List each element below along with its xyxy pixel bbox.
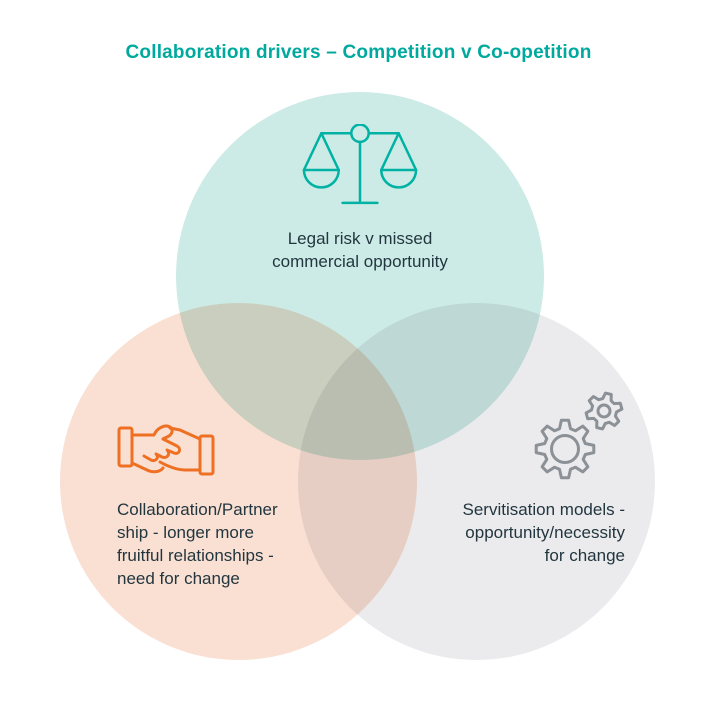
label-line: need for change [117, 569, 240, 588]
scales-icon [302, 124, 418, 205]
label-line: Servitisation models - [462, 500, 625, 519]
label-line: Collaboration/Partner [117, 500, 278, 519]
label-line: Legal risk v missed [287, 229, 433, 248]
label-line: commercial opportunity [272, 252, 448, 271]
label-line: ship - longer more [117, 523, 255, 542]
label-line: opportunity/necessity [465, 523, 625, 542]
top-circle-label: Legal risk v missed commercial opportuni… [238, 227, 482, 273]
label-line: for change [544, 546, 625, 565]
bottom-right-circle-servitisation [298, 303, 655, 660]
diagram-title: Collaboration drivers – Competition v Co… [125, 42, 592, 63]
gears-icon [534, 391, 624, 480]
label-line: fruitful relationships - [117, 546, 274, 565]
bottom-left-circle-label: Collaboration/Partner ship - longer more… [117, 498, 312, 590]
bottom-right-circle-label: Servitisation models - opportunity/neces… [420, 498, 625, 567]
handshake-icon [117, 424, 215, 476]
